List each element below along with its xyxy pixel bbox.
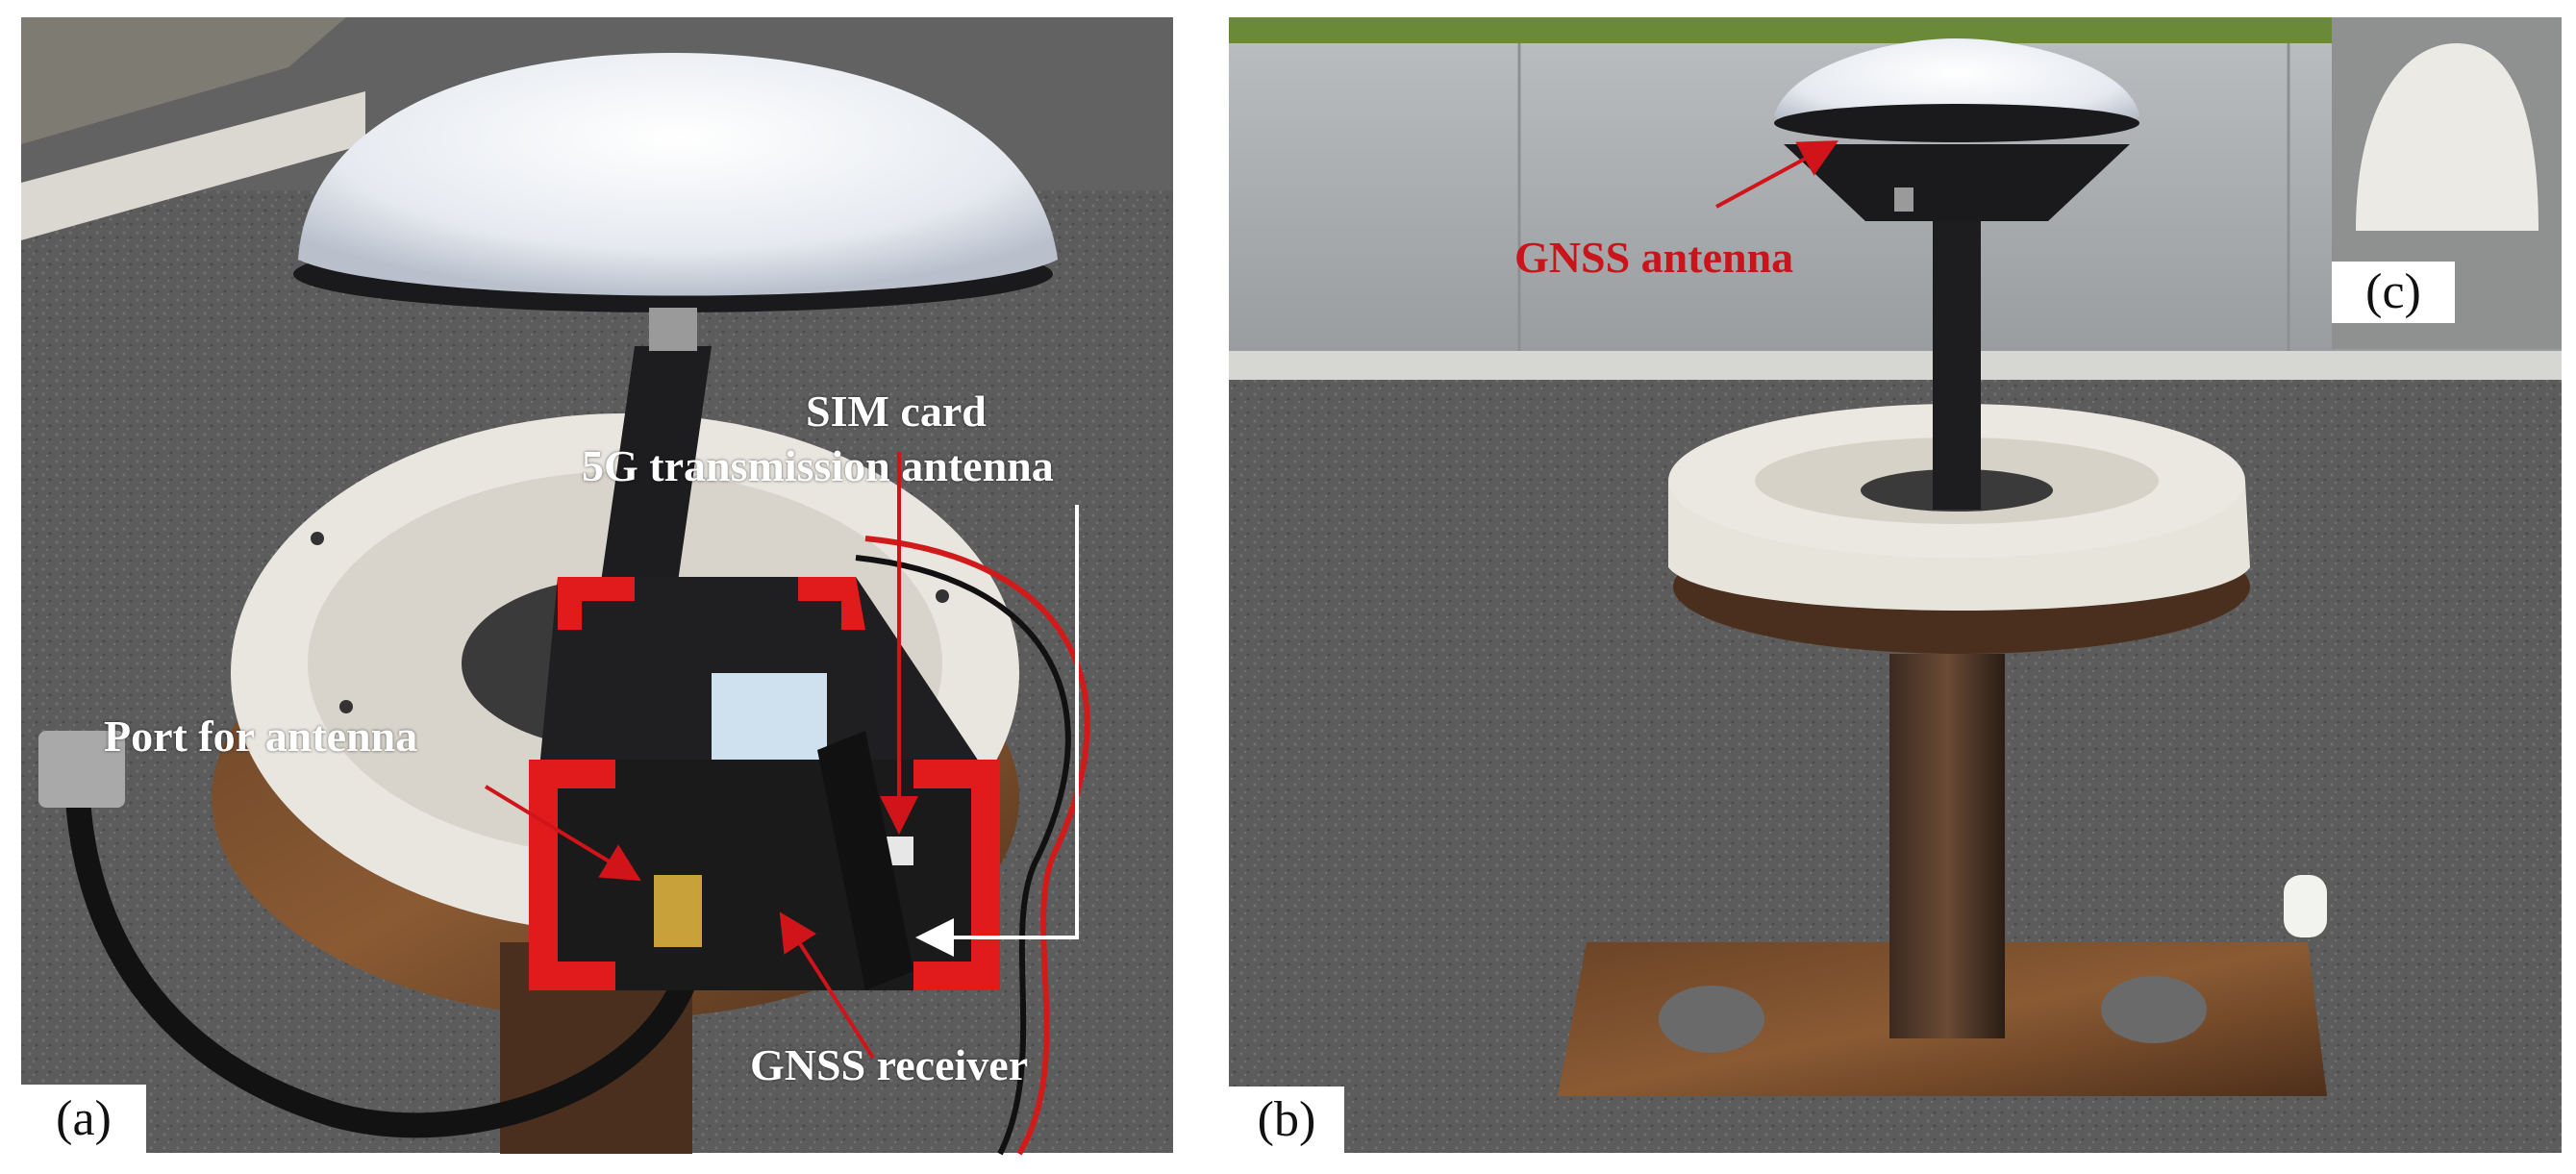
annotation-sim-card: SIM card (806, 387, 987, 436)
annotation-port-for-antenna: Port for antenna (104, 712, 418, 761)
arrow-port (484, 785, 641, 882)
antenna-mast-b (1933, 192, 1981, 510)
annotation-5g-transmission-antenna: 5G transmission antenna (582, 441, 1054, 490)
panel-b (1229, 17, 2562, 1153)
small-cap (2284, 875, 2327, 937)
panel-a-label: (a) (21, 1085, 146, 1153)
5g-stub-antenna (817, 731, 913, 990)
gnss-antenna-dome-a (298, 53, 1058, 296)
antenna-mast (596, 346, 712, 615)
road-marking (21, 91, 365, 240)
antenna-port (654, 875, 702, 947)
panel-b-label: (b) (1229, 1087, 1344, 1153)
arrow-5g-antenna (915, 505, 1079, 957)
annotation-gnss-antenna: GNSS antenna (1514, 233, 1794, 282)
sma-connector (38, 731, 125, 808)
coax-cable (64, 768, 705, 1138)
arrow-receiver (779, 912, 875, 1060)
arrow-gnss-antenna (1715, 140, 1839, 209)
panel-a (21, 17, 1173, 1156)
annotation-gnss-receiver: GNSS receiver (750, 1040, 1029, 1089)
steel-pole (1889, 654, 2005, 1038)
panel-c-label: (c) (2332, 262, 2455, 323)
device-sticker (712, 673, 827, 760)
curb-line (1229, 351, 2562, 380)
radome-cover (2356, 43, 2538, 231)
gnss-receiver-box (529, 760, 1000, 990)
